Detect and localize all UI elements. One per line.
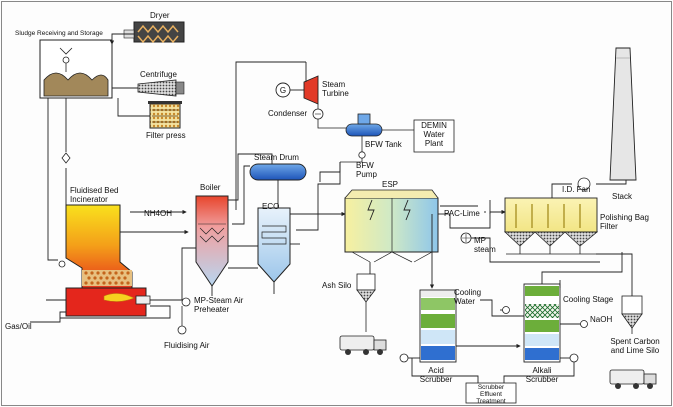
boiler — [195, 195, 229, 296]
acid-scrubber — [419, 289, 457, 363]
sludge-lines — [47, 33, 150, 261]
label-fluidising-air: Fluidising Air — [164, 341, 210, 350]
bfw-tank — [340, 113, 414, 163]
label-pac-lime: PAC-Lime — [444, 209, 480, 218]
spent-carbon-truck-icon — [609, 369, 657, 389]
label-nh4oh: NH4OH — [144, 209, 173, 218]
spent-carbon-lime-silo — [621, 295, 643, 334]
fluidising-air-fan-icon — [177, 325, 187, 335]
diverter-valve-icon — [61, 152, 71, 164]
label-bfw-pump: BFW Pump — [356, 161, 377, 179]
label-naoh: NaOH — [590, 315, 613, 324]
naoh-pump-icon — [580, 320, 588, 328]
cooling-water-pump-icon — [502, 306, 510, 314]
label-centrifuge: Centrifuge — [140, 70, 177, 79]
label-acid-scrubber: Acid Scrubber — [419, 366, 453, 384]
label-cooling-stage: Cooling Stage — [563, 295, 614, 304]
centrifuge — [137, 79, 185, 97]
label-scrubber-effluent: Scrubber Effluent Treatment — [476, 384, 506, 405]
sludge-receiving-storage — [39, 39, 113, 99]
label-demin: DEMIN Water Plant — [421, 121, 447, 148]
label-sludge-receiving: Sludge Receiving and Storage — [15, 30, 103, 37]
esp — [344, 189, 439, 263]
label-id-fan: I.D. Fan — [562, 185, 591, 194]
air-fan-icon — [181, 297, 191, 307]
label-steam-drum: Steam Drum — [254, 153, 299, 162]
label-spent-carbon-silo: Spent Carbon and Lime Silo — [610, 337, 660, 355]
id-fan-icon — [577, 177, 591, 191]
label-condenser: Condenser — [268, 109, 308, 118]
ash-truck-icon — [339, 335, 387, 355]
stack — [609, 47, 637, 181]
label-ash-silo: Ash Silo — [322, 281, 352, 290]
label-generator: G — [279, 86, 287, 95]
boiler-piping — [228, 61, 346, 269]
label-steam-turbine: Steam Turbine — [322, 80, 349, 98]
label-air-preheater: MP-Steam Air Preheater — [194, 296, 244, 314]
steam-drum — [249, 163, 307, 181]
label-bag-filter: Polishing Bag Filter — [600, 213, 649, 231]
ash-silo — [356, 273, 376, 332]
label-stack: Stack — [612, 192, 633, 201]
label-bfw-tank: BFW Tank — [365, 140, 402, 149]
steam-turbine — [275, 62, 319, 105]
alkali-pump-icon — [569, 353, 579, 363]
condenser — [312, 104, 346, 129]
label-dryer: Dryer — [150, 11, 170, 20]
label-boiler: Boiler — [200, 183, 221, 192]
bag-filter-lines — [440, 180, 633, 296]
fluidised-bed-incinerator — [58, 204, 151, 317]
scrubber-effluent-box — [465, 382, 517, 404]
economiser — [257, 207, 291, 294]
scrubber-lines — [408, 252, 623, 384]
label-alkali-scrubber: Alkali Scrubber — [525, 366, 559, 384]
alkali-scrubber — [523, 283, 561, 363]
incinerator-lines — [30, 205, 196, 323]
filter-press — [148, 101, 182, 129]
label-eco: ECO — [262, 202, 280, 211]
label-mp-steam: MP steam — [474, 236, 496, 254]
polishing-bag-filter — [503, 197, 599, 255]
label-esp: ESP — [382, 180, 399, 189]
label-gas-oil: Gas/Oil — [5, 322, 32, 331]
label-cooling-water: Cooling Water — [454, 288, 482, 306]
demin-water-plant-box — [413, 119, 455, 153]
esp-lines — [319, 162, 450, 289]
dryer — [123, 21, 185, 44]
label-filter-press: Filter press — [146, 131, 186, 140]
label-incinerator: Fluidised Bed Incinerator — [70, 186, 119, 204]
acid-pump-icon — [399, 353, 409, 363]
